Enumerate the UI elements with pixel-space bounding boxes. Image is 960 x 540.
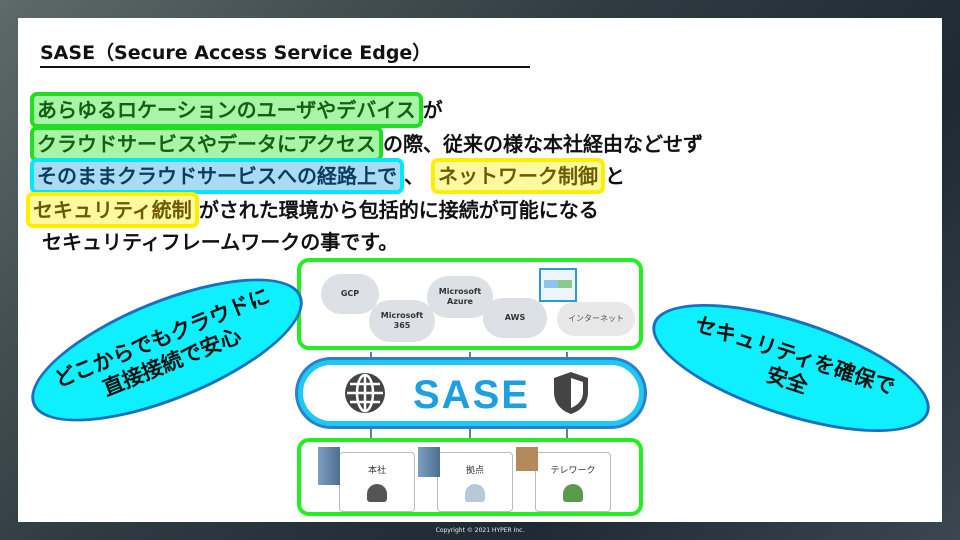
user-pc-icon <box>367 484 387 502</box>
building-icon <box>418 447 440 477</box>
connector <box>370 424 372 440</box>
site-headquarters: 本社 <box>318 447 415 512</box>
highlight-access: クラウドサービスやデータにアクセス <box>30 126 383 162</box>
highlight-path: そのままクラウドサービスへの経路上で <box>30 158 404 194</box>
sase-label: SASE <box>413 373 530 417</box>
shield-icon <box>554 372 588 414</box>
site-branch: 拠点 <box>418 447 513 512</box>
cloud-internet: インターネット <box>557 302 635 336</box>
label: 本社 <box>367 466 386 476</box>
sase-banner: SASE <box>298 360 644 426</box>
text: 、 <box>404 164 424 188</box>
label: 拠点 <box>465 466 484 476</box>
highlight-network: ネットワーク制御 <box>430 158 605 194</box>
label: Azure <box>447 297 473 306</box>
globe-icon <box>345 373 385 413</box>
text: が <box>422 98 443 122</box>
cloud-aws: AWS <box>483 298 547 338</box>
label: 365 <box>393 321 411 330</box>
text: がされた環境から包括的に接続が可能になる <box>198 198 599 222</box>
user-laptop-icon <box>563 484 583 502</box>
house-icon <box>516 447 538 471</box>
browser-window-icon <box>539 268 577 302</box>
text-line-5: セキュリティフレームワークの事です。 <box>42 230 399 254</box>
copyright: Copyright © 2021 HYPER Inc. <box>435 527 525 534</box>
text: と <box>604 164 625 188</box>
slide-title: SASE（Secure Access Service Edge） <box>40 38 530 68</box>
text-line-4: セキュリティ統制がされた環境から包括的に接続が可能になる <box>26 192 599 228</box>
label: Microsoft <box>438 287 482 296</box>
text: の際、従来の様な本社経由などせず <box>383 132 703 156</box>
connector <box>469 424 471 440</box>
text-line-2: クラウドサービスやデータにアクセスの際、従来の様な本社経由などせず <box>30 126 703 162</box>
label: テレワーク <box>550 466 596 476</box>
site-telework: テレワーク <box>516 447 611 512</box>
connector <box>566 352 568 364</box>
user-pc-icon <box>465 484 485 502</box>
cloud-gcp: GCP <box>321 274 379 314</box>
connector <box>469 352 471 364</box>
building-icon <box>318 447 340 485</box>
highlight-users: あらゆるロケーションのユーザやデバイス <box>30 92 423 128</box>
connector <box>566 424 568 440</box>
label: Microsoft <box>380 311 424 320</box>
connector <box>370 352 372 364</box>
sites-box: 本社 拠点 テレワーク <box>297 438 643 516</box>
highlight-security: セキュリティ統制 <box>26 192 199 228</box>
text-line-3: そのままクラウドサービスへの経路上で、 ネットワーク制御と <box>30 158 625 194</box>
text-line-1: あらゆるロケーションのユーザやデバイスが <box>30 92 443 128</box>
